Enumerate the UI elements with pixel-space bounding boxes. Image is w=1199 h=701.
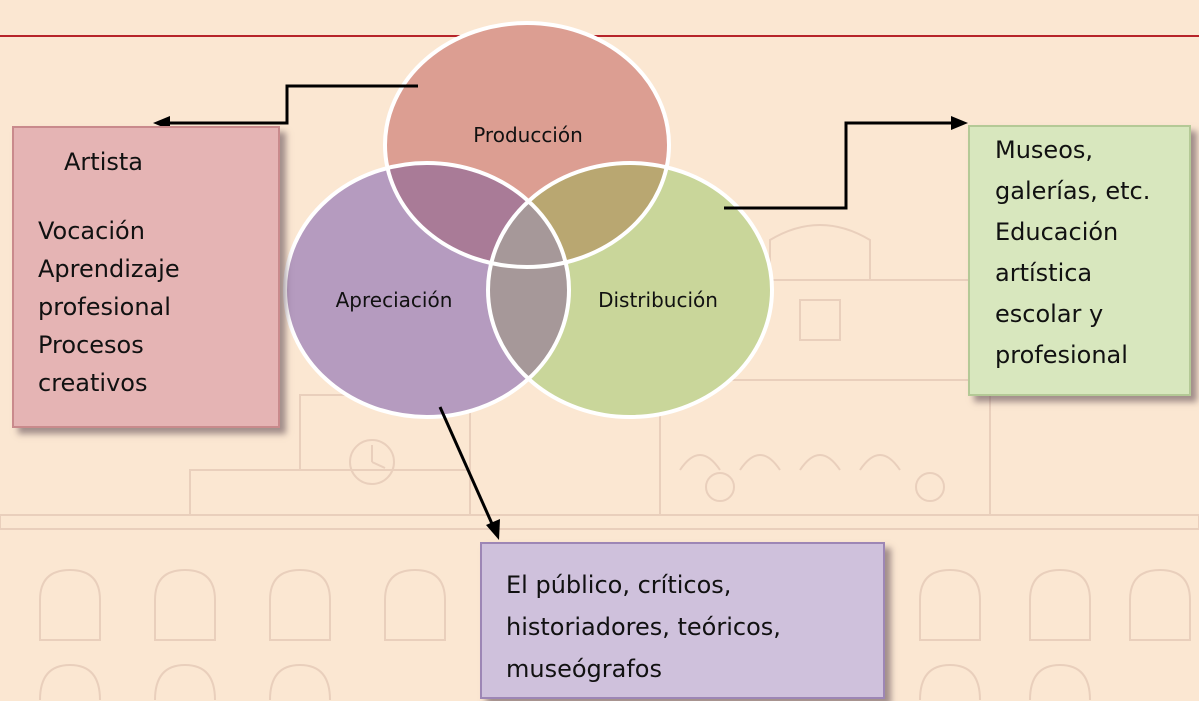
museos-line: artística — [995, 259, 1093, 287]
label-produccion: Producción — [473, 123, 583, 147]
arrow-head-icon — [486, 519, 500, 540]
artista-line: Vocación — [38, 217, 145, 245]
label-apreciacion: Apreciación — [335, 288, 453, 312]
museos-line: Educación — [995, 218, 1119, 246]
connector-apreciacion-publico — [438, 406, 495, 527]
box-artista: Artista Vocación Aprendizaje profesional… — [12, 126, 280, 428]
publico-lines: El público, críticos, historiadores, teó… — [506, 564, 781, 690]
box-museos: Museos, galerías, etc. Educación artísti… — [968, 125, 1191, 396]
connector-produccion-artista — [168, 84, 418, 125]
artista-line: Procesos — [38, 331, 144, 359]
museos-line: profesional — [995, 341, 1128, 369]
artista-title: Artista — [64, 148, 143, 176]
label-distribucion: Distribución — [598, 288, 718, 312]
museos-line: galerías, etc. — [995, 177, 1151, 205]
publico-line: El público, críticos, — [506, 571, 732, 599]
artista-line: Aprendizaje — [38, 255, 180, 283]
museos-lines: Museos, galerías, etc. Educación artísti… — [995, 130, 1150, 376]
artista-line: profesional — [38, 293, 171, 321]
publico-line: historiadores, teóricos, — [506, 613, 781, 641]
overlap-produccion-apreciacion — [385, 163, 569, 267]
arrow-head-icon — [951, 116, 968, 130]
artista-lines: Vocación Aprendizaje profesional Proceso… — [38, 212, 180, 402]
title-rule — [0, 35, 1199, 37]
connector-distribucion-museos — [724, 121, 955, 210]
box-publico: El público, críticos, historiadores, teó… — [480, 542, 885, 699]
overlap-produccion-distribucion — [488, 163, 669, 267]
museos-line: Museos, — [995, 136, 1094, 164]
museos-line: escolar y — [995, 300, 1104, 328]
publico-line: museógrafos — [506, 655, 662, 683]
artista-line: creativos — [38, 369, 148, 397]
